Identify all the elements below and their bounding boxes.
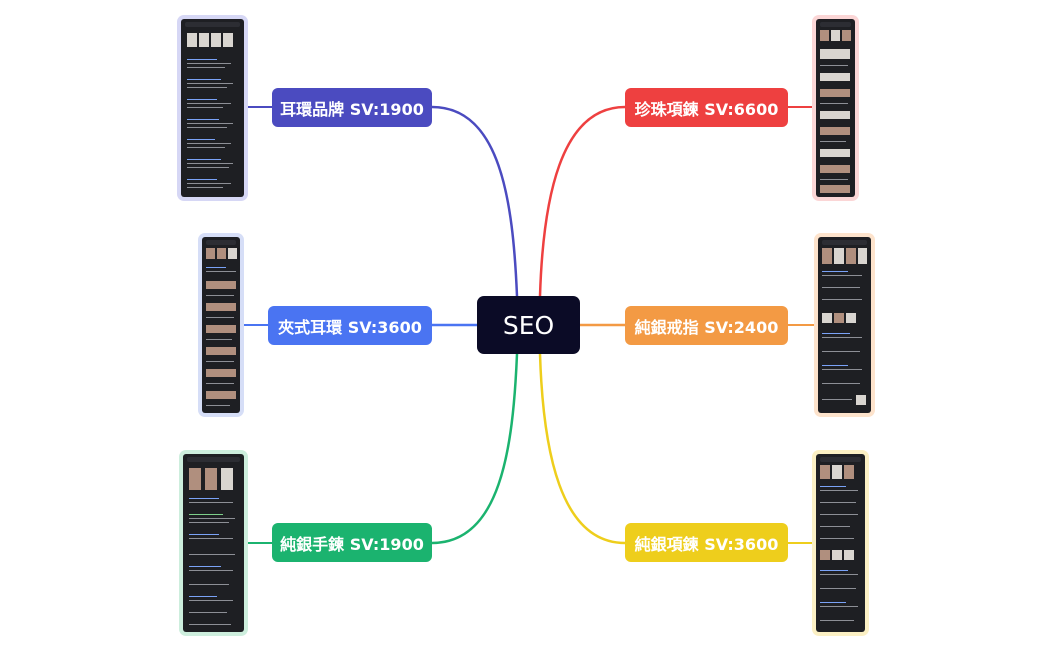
node-pearl-necklace-label: 珍珠項鍊 SV:6600 (634, 99, 779, 119)
connector-pearl-necklace (538, 105, 626, 297)
node-pearl-necklace[interactable]: 珍珠項鍊 SV:6600 (625, 88, 788, 127)
node-silver-bracelet-label: 純銀手鍊 SV:1900 (280, 534, 424, 554)
serp-screenshot (818, 237, 871, 413)
node-silver-necklace[interactable]: 純銀項鍊 SV:3600 (625, 523, 788, 562)
node-earring-brand-label: 耳環品牌 SV:1900 (280, 99, 424, 119)
serp-screenshot (202, 237, 240, 413)
connector-silver-bracelet (431, 353, 519, 545)
serp-screenshot (181, 19, 244, 197)
thumbnail-silver-ring[interactable] (814, 233, 875, 417)
node-clip-earring-label: 夾式耳環 SV:3600 (278, 317, 422, 337)
node-earring-brand[interactable]: 耳環品牌 SV:1900 (272, 88, 432, 127)
thumbnail-pearl-necklace[interactable] (812, 15, 859, 201)
connector-earring-brand (431, 105, 519, 297)
node-silver-necklace-label: 純銀項鍊 SV:3600 (634, 534, 779, 554)
center-node-label: SEO (502, 310, 555, 340)
node-silver-ring[interactable]: 純銀戒指 SV:2400 (625, 306, 788, 345)
thumbnail-earring-brand[interactable] (177, 15, 248, 201)
thumbnail-silver-bracelet[interactable] (179, 450, 248, 636)
node-silver-ring-label: 純銀戒指 SV:2400 (634, 317, 779, 337)
thumbnail-clip-earring[interactable] (198, 233, 244, 417)
center-node-seo[interactable]: SEO (477, 296, 580, 354)
thumbnail-silver-necklace[interactable] (812, 450, 869, 636)
node-clip-earring[interactable]: 夾式耳環 SV:3600 (268, 306, 432, 345)
serp-screenshot (183, 454, 244, 632)
serp-screenshot (816, 19, 855, 197)
node-silver-bracelet[interactable]: 純銀手鍊 SV:1900 (272, 523, 432, 562)
serp-screenshot (816, 454, 865, 632)
connector-silver-necklace (538, 353, 626, 545)
